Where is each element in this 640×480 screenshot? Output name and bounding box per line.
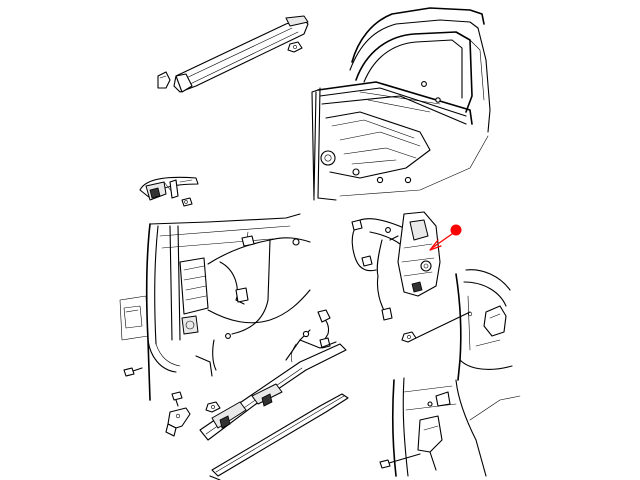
highlight-arrow-icon bbox=[429, 233, 453, 251]
outside-door-handle bbox=[139, 176, 199, 201]
window-regulator-module bbox=[179, 257, 209, 335]
regulator-bracket bbox=[165, 407, 191, 437]
handle-screw bbox=[181, 197, 193, 207]
door-opening-inset bbox=[313, 7, 491, 201]
handle-rail-cover bbox=[173, 15, 309, 93]
bracket-bolt bbox=[171, 391, 183, 407]
latch-attachment-nut bbox=[401, 331, 417, 343]
rail-fastener-nut bbox=[287, 41, 303, 53]
highlight-marker bbox=[450, 224, 462, 236]
leader-line bbox=[415, 311, 471, 339]
harness-connector bbox=[317, 309, 331, 349]
panel-screw bbox=[123, 367, 143, 377]
body-side-detail bbox=[391, 377, 521, 477]
glass-run-seal bbox=[209, 393, 349, 480]
bracket-nut bbox=[205, 401, 221, 413]
latch-wiring-harness bbox=[351, 218, 405, 321]
inset-pointer-line bbox=[311, 89, 319, 201]
door-wiring-harness bbox=[207, 231, 311, 371]
body-side-bolt bbox=[379, 453, 421, 469]
door-latch-actuator bbox=[389, 211, 441, 297]
window-regulator-rail bbox=[199, 329, 347, 441]
striker-pillar bbox=[455, 269, 513, 381]
door-inner-panel bbox=[119, 213, 301, 401]
rail-end-clip bbox=[157, 71, 171, 89]
